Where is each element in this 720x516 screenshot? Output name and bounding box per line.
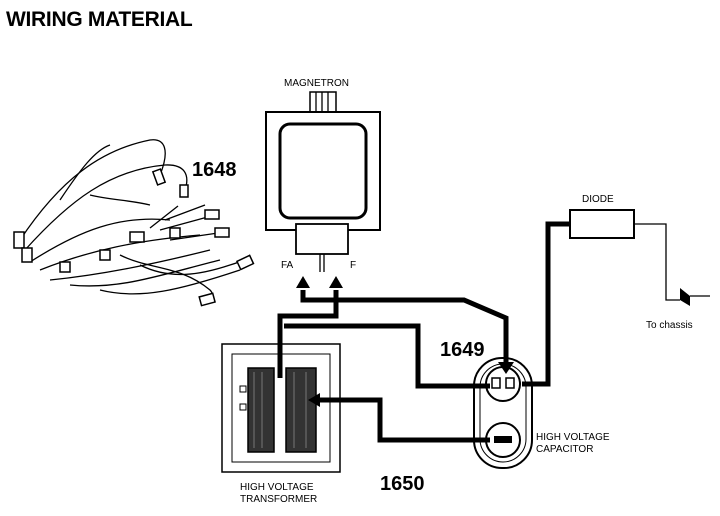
wire-1649-number: 1649	[440, 339, 485, 361]
wire-harness	[13, 139, 255, 307]
high-voltage-transformer	[221, 343, 341, 473]
diode-label: DIODE	[582, 194, 614, 205]
terminal-f-label: F	[350, 260, 356, 271]
transformer-label-line2: TRANSFORMER	[240, 494, 317, 505]
diode	[569, 209, 710, 306]
capacitor-label-line2: CAPACITOR	[536, 444, 593, 455]
wire-1650-number: 1650	[380, 473, 425, 495]
high-voltage-capacitor	[473, 357, 533, 469]
terminal-fa-label: FA	[281, 260, 294, 271]
page-title: WIRING MATERIAL	[6, 8, 193, 31]
to-chassis-label: To chassis	[646, 320, 693, 331]
capacitor-label-line1: HIGH VOLTAGE	[536, 432, 610, 443]
harness-part-number: 1648	[192, 159, 237, 181]
magnetron-label: MAGNETRON	[284, 78, 349, 89]
wire-1649	[277, 221, 570, 389]
magnetron	[265, 91, 381, 272]
transformer-label-line1: HIGH VOLTAGE	[240, 482, 314, 493]
wire-1650	[308, 393, 490, 443]
